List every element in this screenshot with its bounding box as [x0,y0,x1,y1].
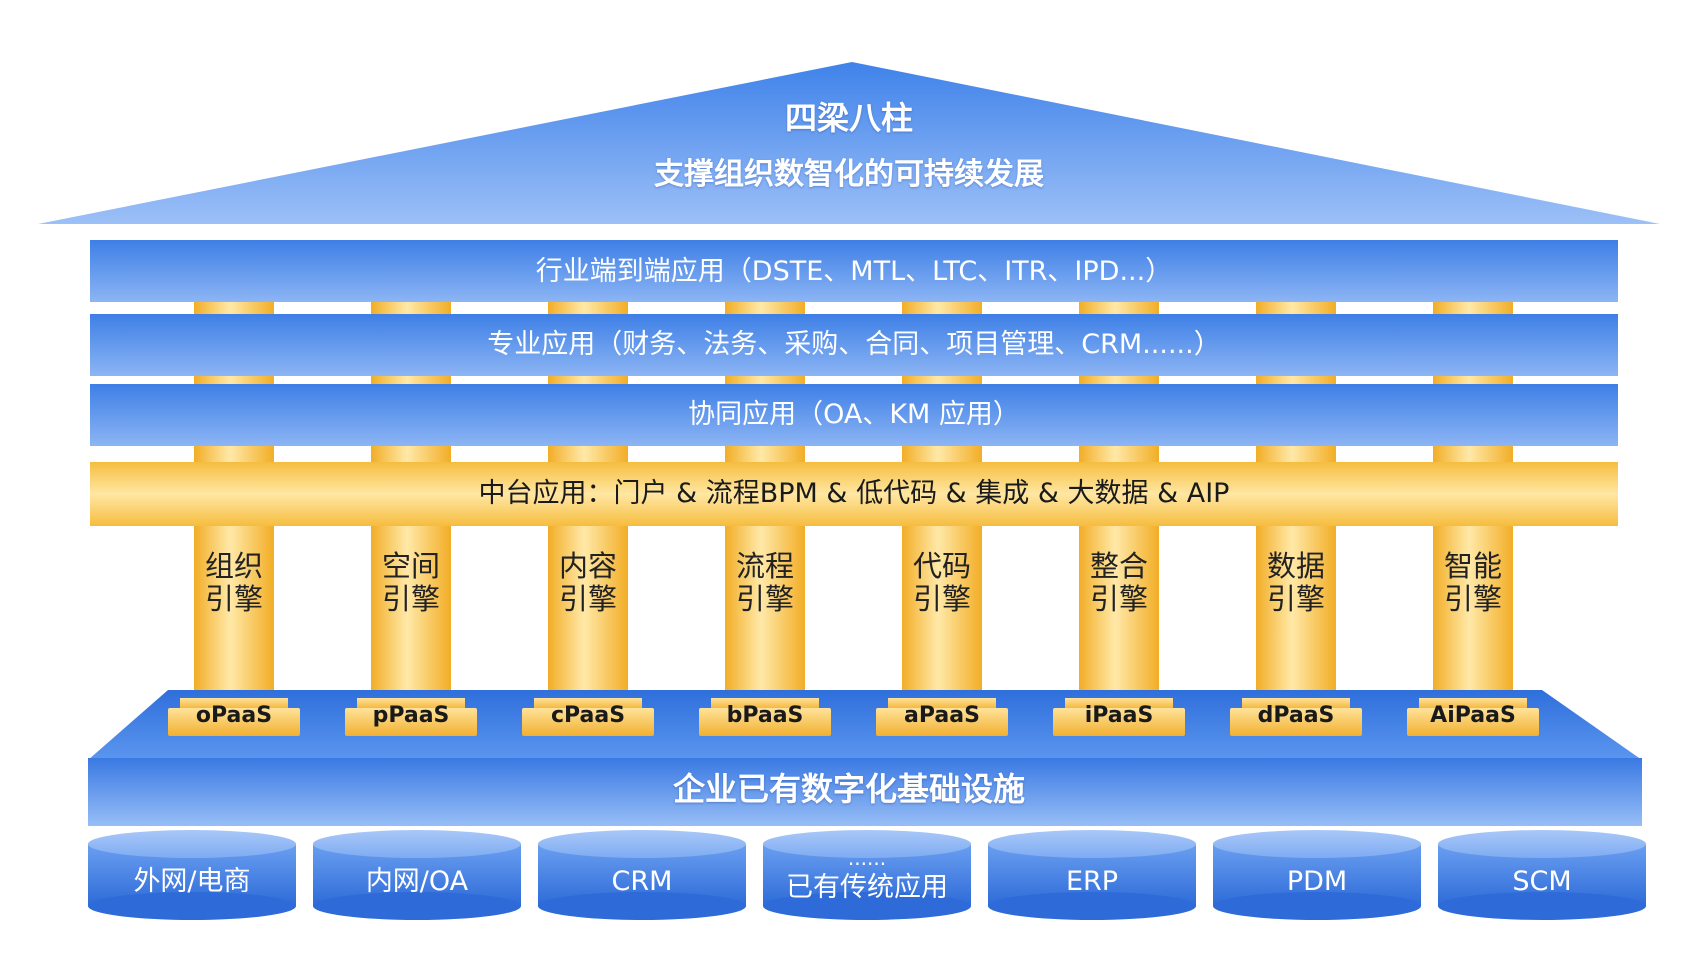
pillar-label-process: 流程引擎 [735,549,794,616]
roof-subtitle: 支撑组织数智化的可持续发展 [654,157,1044,192]
collaboration-apps-label: 协同应用（OA、KM 应用） [688,399,1020,430]
paas-label-dpaas: dPaaS [1257,703,1335,728]
paas-label-opaas: oPaaS [195,703,273,728]
db-label-scm: SCM [1512,866,1572,897]
paas-label-ppaas: pPaaS [372,703,450,728]
foundation-front [88,758,1642,826]
db-cylinder-6 [1213,830,1421,920]
collaboration-band [90,384,1618,446]
professional-band [90,314,1618,376]
db-cylinder-5 [988,830,1196,920]
db-cylinder-3 [538,830,746,920]
database-cylinders [88,830,1646,920]
plinths [168,698,1539,736]
pillar-label-code: 代码引擎 [912,549,971,616]
pillar-label-intelligence: 智能引擎 [1443,549,1502,616]
foundation-label: 企业已有数字化基础设施 [672,770,1025,808]
pillar-label-space: 空间引擎 [381,549,440,616]
db-label-crm: CRM [611,866,673,897]
pillar-label-integration: 整合引擎 [1089,549,1148,616]
pillar-label-content: 内容引擎 [558,549,617,616]
industry-apps-label: 行业端到端应用（DSTE、MTL、LTC、ITR、IPD...） [535,256,1173,287]
db-label-intranet: 内网/OA [365,866,469,897]
paas-label-apaas: aPaaS [904,703,980,728]
paas-label-aipaas: AiPaaS [1430,703,1516,728]
db-cylinder-4 [763,830,971,920]
db-label-erp: ERP [1065,866,1119,897]
middle-platform-band [90,462,1618,526]
db-cylinder-7 [1438,830,1646,920]
db-label-extranet: 外网/电商 [133,866,251,897]
db-cylinder-1 [88,830,296,920]
roof [38,62,1660,224]
db-label-pdm: PDM [1286,866,1348,897]
industry-band [90,240,1618,302]
pillar-label-data: 数据引擎 [1266,549,1325,616]
paas-label-cpaas: cPaaS [550,703,626,728]
db-label-legacy-apps: 已有传统应用 [786,872,948,903]
db-dots-legacy: ...... [847,846,887,870]
paas-label-ipaas: iPaaS [1084,703,1154,728]
pillar-label-organization: 组织引擎 [204,549,263,616]
middle-platform-label: 中台应用：门户 & 流程BPM & 低代码 & 集成 & 大数据 & AIP [478,478,1230,509]
db-cylinder-2 [313,830,521,920]
roof-title: 四梁八柱 [784,99,913,137]
paas-label-bpaas: bPaaS [726,703,804,728]
professional-apps-label: 专业应用（财务、法务、采购、合同、项目管理、CRM......） [487,329,1221,360]
